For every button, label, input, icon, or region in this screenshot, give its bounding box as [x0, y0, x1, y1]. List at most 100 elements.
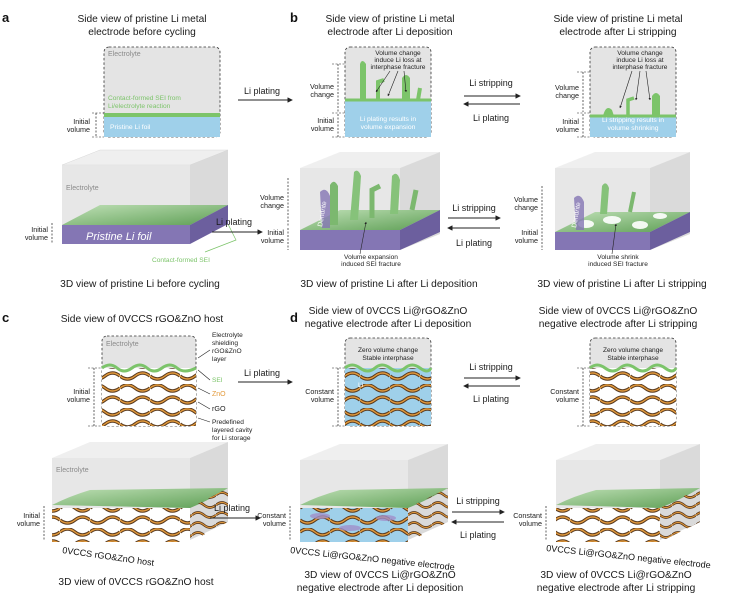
panel-b-strip-3d-caption: 3D view of pristine Li after Li strippin…	[537, 279, 707, 290]
panel-c-sei-label: SEI	[212, 377, 223, 384]
arrow-d-strip-3d-label: Li stripping	[456, 496, 500, 506]
panel-b-strip-foil-label-line2: volume shrinking	[608, 125, 659, 132]
panel-d-dep-host-label: 0VCCS Li@rGO&ZnO negative electrode	[290, 545, 455, 572]
panel-b-dep-foil-label-line2: volume expansion	[361, 124, 416, 131]
panel-letter-d: d	[290, 310, 298, 325]
panel-d-strip-title: Side view of 0VCCS Li@rGO&ZnO	[539, 306, 698, 317]
panel-c-host-label: 0VCCS rGO&ZnO host	[62, 545, 156, 568]
panel-a-3d-caption: 3D view of pristine Li before cycling	[60, 279, 220, 290]
panel-a-foil-label: Pristine Li foil	[110, 124, 151, 131]
panel-a-3d-foil-label: Pristine Li foil	[86, 231, 152, 243]
panel-b-dep-3d-initial-label: Initial	[267, 228, 284, 237]
panel-c-3d-initial-label: Initial	[23, 511, 40, 520]
panel-c-shield-label: Electrolyte	[212, 332, 243, 339]
panel-a-electrolyte-label: Electrolyte	[108, 51, 141, 58]
panel-c-electrolyte-label: Electrolyte	[106, 341, 139, 348]
panel-b-strip-3d-vol-change-label: Volume	[514, 195, 538, 204]
panel-c-cavity-label-line2: layered cavity	[212, 427, 253, 434]
panel-a-3d-sei-label: Contact-formed SEI	[152, 257, 210, 264]
panel-b-dep-initial-label-line2: volume	[311, 124, 334, 133]
panel-letter-a: a	[2, 10, 10, 25]
panel-d-dep-3d-view: Constant volume 0VCCS Li@rGO&ZnO negativ…	[257, 444, 463, 594]
panel-c-initial-label-line2: volume	[67, 395, 90, 404]
panel-c-3d-initial-label-line2: volume	[17, 519, 40, 528]
arrow-b-strip-3d-label: Li stripping	[452, 203, 496, 213]
panel-c-shield-label-line4: layer	[212, 356, 227, 363]
panel-c-side-view: Electrolyte Electrolyte shielding rGO&Zn…	[67, 332, 253, 442]
panel-b-dep-dendrite-label: Dendrite	[317, 201, 328, 228]
panel-c-shield-label-line3: rGO&ZnO	[212, 348, 242, 355]
panel-b-strip-side-view: Volume change induce Li loss at interpha…	[555, 46, 677, 138]
panel-d-strip-3d-caption: 3D view of 0VCCS Li@rGO&ZnO	[540, 570, 691, 581]
panel-b-dep-note-line3: interphase fracture	[371, 64, 426, 71]
panel-b-dep-title: Side view of pristine Li metal	[325, 14, 454, 25]
panel-b-strip-3d-view: Dendrite Volume change Initial volume Vo…	[514, 152, 707, 290]
panel-b-dep-3d-initial-label-line2: volume	[261, 236, 284, 245]
panel-b-dep-foil-label: Li plating results in	[360, 116, 417, 123]
panel-c-zno-label: ZnO	[212, 391, 226, 398]
panel-b-strip-note-line3: interphase fracture	[613, 64, 668, 71]
panel-b-dep-sei-fracture-label: Volume expansion	[344, 254, 398, 261]
panel-d-strip-3d-caption-line2: negative electrode after Li stripping	[537, 583, 696, 594]
panel-c-cavity-label-line3: for Li storage	[212, 435, 251, 442]
panel-a-side-title: Side view of pristine Li metal	[77, 14, 206, 25]
panel-c-3d-electrolyte-label: Electrolyte	[56, 467, 89, 474]
panel-c-cavity-label: Predefined	[212, 419, 244, 426]
panel-a-3d-electrolyte-label: Electrolyte	[66, 185, 99, 192]
panel-b-strip-note: Volume change	[617, 50, 663, 57]
panel-b-dep-vol-change-label: Volume	[310, 82, 334, 91]
panel-a-initial-volume-label-line2: volume	[67, 125, 90, 134]
panel-a-side-view: Electrolyte Contact-formed SEI from Li/e…	[67, 46, 221, 138]
arrow-b-strip-side-label: Li stripping	[469, 78, 513, 88]
panel-d-dep-constant-label: Constant	[305, 387, 334, 396]
panel-d-dep-title-line2: negative electrode after Li deposition	[305, 319, 472, 330]
arrow-b-plate-3d-label: Li plating	[456, 238, 492, 248]
panel-b-dep-note: Volume change	[375, 50, 421, 57]
arrow-d-plate-3d-label: Li plating	[460, 530, 496, 540]
panel-b-dep-title-line2: electrode after Li deposition	[327, 27, 452, 38]
panel-b-strip-3d-vol-change-label-line2: change	[514, 203, 538, 212]
panel-c-title: Side view of 0VCCS rGO&ZnO host	[61, 314, 224, 325]
panel-d-dep-zero-label: Zero volume change	[358, 347, 418, 354]
panel-c-initial-label: Initial	[73, 387, 90, 396]
panel-d-strip-constant-label: Constant	[550, 387, 579, 396]
panel-b-strip-note-line2: induce Li loss at	[616, 57, 663, 64]
panel-a-3d-view: Electrolyte Pristine Li foil Contact-for…	[25, 149, 237, 290]
panel-c-3d-caption: 3D view of 0VCCS rGO&ZnO host	[58, 577, 213, 588]
panel-d-strip-3d-constant-label: Constant	[513, 511, 542, 520]
panel-d-dep-3d-caption-line2: negative electrode after Li deposition	[297, 583, 464, 594]
panel-d-dep-title: Side view of 0VCCS Li@rGO&ZnO	[309, 306, 468, 317]
panel-b-dep-3d-vol-change-label-line2: change	[260, 201, 284, 210]
panel-d-strip-host-label: 0VCCS Li@rGO&ZnO negative electrode	[546, 543, 711, 570]
panel-b-dep-sei-fracture-label-line2: induced SEI fracture	[341, 261, 401, 268]
panel-a-3d-initial-label: Initial	[31, 225, 48, 234]
panel-b-strip-sei-fracture-label: Volume shrink	[597, 254, 639, 261]
arrow-b-plate-side-label: Li plating	[473, 113, 509, 123]
panel-d-strip-title-line2: negative electrode after Li stripping	[539, 319, 698, 330]
panel-d-strip-3d-view: Constant volume 0VCCS Li@rGO&ZnO negativ…	[513, 444, 711, 594]
panel-b-strip-dendrite-label: Dendrite	[571, 202, 582, 229]
panel-a-sei-label: Contact-formed SEI from	[108, 95, 181, 102]
arrow-a-to-b-side-label: Li plating	[244, 86, 280, 96]
panel-b-strip-3d-initial-label-line2: volume	[515, 236, 538, 245]
panel-b-strip-initial-label-line2: volume	[556, 125, 579, 134]
panel-b-dep-initial-label: Initial	[317, 116, 334, 125]
panel-b-dep-3d-view: Dendrite Volume change Initial volume Vo…	[260, 152, 478, 290]
arrow-a-to-b-3d-label: Li plating	[216, 217, 252, 227]
panel-b-strip-initial-label: Initial	[562, 117, 579, 126]
panel-d-strip-side-view: Zero volume change Stable interphase Con…	[550, 337, 678, 427]
panel-b-dep-3d-vol-change-label: Volume	[260, 193, 284, 202]
panel-d-dep-li-label: Li	[358, 382, 364, 389]
panel-d-dep-3d-constant-label: Constant	[257, 511, 286, 520]
panel-b-dep-note-line2: induce Li loss at	[374, 57, 421, 64]
panel-c-shield-label-line2: shielding	[212, 340, 238, 347]
panel-b-strip-vol-change-label-line2: change	[555, 91, 579, 100]
panel-d-dep-zero-label-line2: Stable interphase	[362, 355, 414, 362]
panel-c-rgo-label: rGO	[212, 404, 226, 413]
panel-d-strip-constant-label-line2: volume	[556, 395, 579, 404]
panel-b-dep-vol-change-label-line2: change	[310, 90, 334, 99]
panel-b-strip-vol-change-label: Volume	[555, 83, 579, 92]
panel-d-dep-3d-constant-label-line2: volume	[263, 519, 286, 528]
panel-b-dep-3d-caption: 3D view of pristine Li after Li depositi…	[300, 279, 477, 290]
